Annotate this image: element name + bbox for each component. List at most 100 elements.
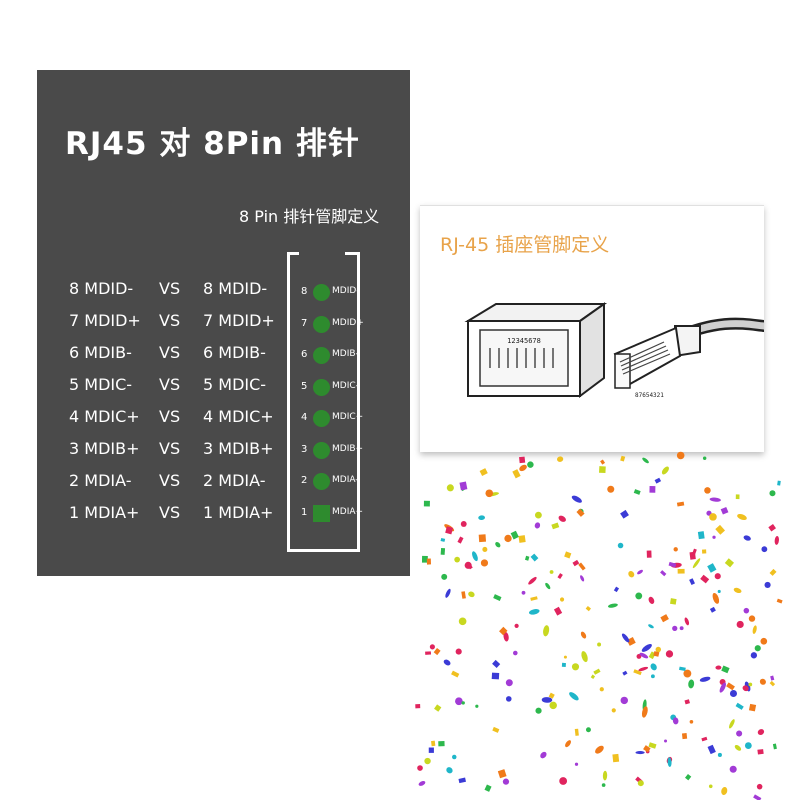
confetti-square <box>660 570 667 577</box>
pair-right-label: 8 MDID- <box>203 279 268 298</box>
confetti-dot <box>429 644 435 650</box>
confetti-streamer <box>580 631 587 639</box>
confetti-dot <box>455 697 463 706</box>
jack-numbers: 12345678 <box>507 337 541 345</box>
confetti-dot <box>672 625 678 632</box>
confetti-dot <box>750 652 758 659</box>
pair-left-label: 2 MDIA- <box>69 471 132 490</box>
pair-left-label: 6 MDIB- <box>69 343 132 362</box>
confetti-streamer <box>519 464 527 472</box>
confetti-square <box>434 704 442 712</box>
confetti-square <box>461 591 466 599</box>
confetti-dot <box>717 589 721 594</box>
confetti-dot <box>446 484 454 492</box>
pin-dot-icon <box>313 284 330 301</box>
pin-dot-icon <box>313 378 330 396</box>
confetti-square <box>574 728 579 736</box>
pair-vs-label: VS <box>159 343 181 362</box>
confetti-square <box>440 537 446 542</box>
confetti-square <box>512 469 521 479</box>
confetti-dot <box>736 620 744 629</box>
confetti-streamer <box>607 603 618 608</box>
confetti-dot <box>673 547 678 552</box>
confetti-streamer <box>528 609 540 615</box>
confetti-square <box>697 531 705 540</box>
pin-square-icon <box>313 504 330 522</box>
confetti-dot <box>729 689 737 698</box>
confetti-square <box>633 489 641 495</box>
confetti-streamer <box>709 497 721 502</box>
confetti-streamer <box>595 745 604 754</box>
confetti-square <box>768 523 776 532</box>
confetti-square <box>479 468 488 477</box>
confetti-square <box>735 494 740 500</box>
confetti-square <box>585 605 591 612</box>
confetti-dot <box>689 719 694 724</box>
confetti-streamer <box>534 522 541 529</box>
confetti-streamer <box>692 558 701 569</box>
confetti-square <box>679 666 686 672</box>
confetti-dot <box>454 556 461 563</box>
confetti-streamer <box>641 706 648 718</box>
confetti-dot <box>748 615 756 622</box>
confetti-square <box>493 594 502 601</box>
confetti-dot <box>679 626 684 631</box>
confetti-square <box>576 508 585 517</box>
confetti-streamer <box>543 625 550 637</box>
confetti-square <box>458 777 466 784</box>
confetti-streamer <box>688 679 695 689</box>
confetti-square <box>689 578 695 586</box>
pair-vs-label: VS <box>159 375 181 394</box>
rj45-illustration: 12345678 87654321 <box>464 302 764 399</box>
confetti-dot <box>505 679 513 687</box>
confetti-square <box>497 769 507 779</box>
confetti-square <box>431 740 436 747</box>
confetti-square <box>735 702 744 710</box>
confetti-dot <box>607 485 615 493</box>
confetti-square <box>769 680 776 687</box>
confetti-streamer <box>733 587 742 594</box>
confetti-streamer <box>639 652 649 659</box>
confetti-dot <box>504 534 512 543</box>
confetti-streamer <box>757 729 765 735</box>
confetti-dot <box>702 456 707 460</box>
confetti-square <box>459 481 468 491</box>
confetti-square <box>600 459 606 465</box>
confetti-streamer <box>565 740 572 748</box>
confetti-streamer <box>418 780 426 786</box>
pin-label: MDID- <box>332 286 360 296</box>
confetti-square <box>648 742 657 749</box>
confetti-square <box>561 662 566 668</box>
confetti-streamer <box>581 651 588 663</box>
pin-dot-icon <box>313 473 330 490</box>
confetti-streamer <box>446 767 453 774</box>
confetti-dot <box>571 663 580 671</box>
confetti-square <box>428 747 434 753</box>
confetti-square <box>519 456 526 464</box>
confetti-streamer <box>621 633 630 643</box>
confetti-square <box>425 651 432 655</box>
confetti-streamer <box>650 663 657 671</box>
confetti-streamer <box>556 456 564 462</box>
confetti-square <box>701 736 708 742</box>
confetti-square <box>753 794 762 800</box>
confetti-streamer <box>602 770 608 781</box>
confetti-dot <box>549 701 557 710</box>
pin-dot-icon <box>313 410 330 427</box>
confetti-dot <box>460 521 467 527</box>
confetti-dot <box>475 704 479 708</box>
confetti-dot <box>676 451 685 460</box>
confetti-square <box>557 573 563 579</box>
pair-vs-label: VS <box>159 503 181 522</box>
confetti-square <box>620 455 626 462</box>
confetti-dot <box>704 487 711 494</box>
confetti-dot <box>754 645 761 652</box>
pair-left-label: 7 MDID+ <box>69 311 141 330</box>
header-subtitle: 8 Pin 排针管脚定义 <box>239 207 380 226</box>
pin-label: MDIA- <box>332 475 359 485</box>
confetti-dot <box>665 650 674 658</box>
confetti-square <box>660 614 669 623</box>
pin-number: 2 <box>301 475 308 486</box>
